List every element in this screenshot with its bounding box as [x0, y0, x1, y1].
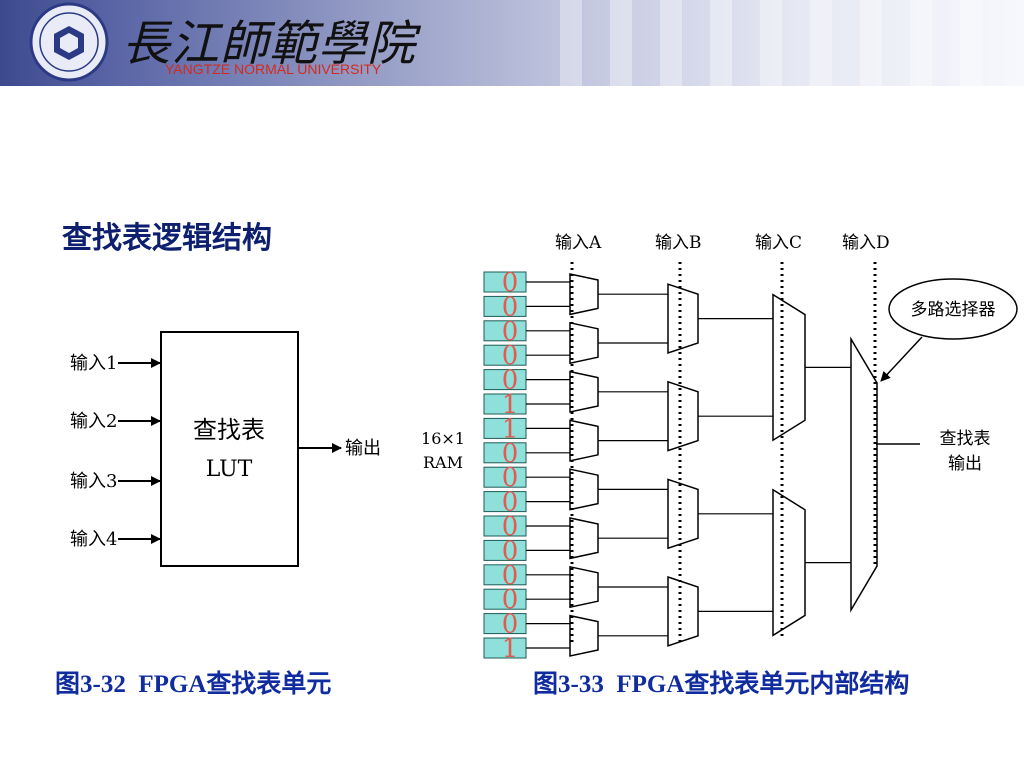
ram-bit: 0 — [502, 512, 519, 542]
lut-output-label: 输出 — [345, 438, 381, 459]
lut-internal-output-line2: 输出 — [948, 454, 982, 474]
ram-label-line2: RAM — [423, 453, 463, 472]
select-lines — [570, 262, 877, 646]
select-input-c-label: 输入C — [755, 233, 802, 253]
school-name: 長江師範學院 — [122, 16, 417, 72]
mux-callout-arrow — [880, 336, 923, 382]
ram-bit: 1 — [502, 414, 519, 444]
ram-bit: 0 — [502, 536, 519, 566]
mux-level1 — [569, 517, 599, 560]
ram-bit: 0 — [502, 610, 519, 640]
mux-level1 — [569, 273, 599, 316]
ram-bit: 0 — [502, 561, 519, 591]
mux-network — [526, 273, 878, 657]
ram-bit: 0 — [502, 463, 519, 493]
mux-level1 — [569, 419, 599, 462]
mux-level1 — [569, 614, 599, 657]
school-name-english: YANGTZE NORMAL UNIVERSITY — [165, 61, 382, 77]
figure-caption-left: 图3-32 FPGA查找表单元 — [55, 671, 332, 698]
slide-title: 查找表逻辑结构 — [62, 221, 272, 256]
ram-bit: 1 — [502, 390, 519, 420]
mux-level1 — [569, 321, 599, 365]
lut-internal-output-line1: 查找表 — [940, 429, 991, 449]
ram-bit: 0 — [502, 585, 519, 615]
ram-bit: 0 — [502, 292, 519, 322]
mux-level2 — [667, 478, 699, 550]
header-banner: 長江師範學院 YANGTZE NORMAL UNIVERSITY — [0, 0, 1024, 86]
ram-bit: 0 — [502, 366, 519, 396]
mux-level3 — [772, 293, 806, 442]
mux-level1 — [569, 468, 599, 511]
lut-input-4-label: 输入4 — [70, 529, 117, 550]
select-input-b-label: 输入B — [655, 233, 702, 253]
lut-input-3-label: 输入3 — [70, 471, 117, 492]
ram-bit: 1 — [502, 634, 519, 664]
mux-level2 — [667, 380, 699, 452]
lut-input-2-label: 输入2 — [70, 411, 117, 432]
mux-level1 — [569, 565, 599, 609]
mux-final — [850, 336, 878, 613]
figure-caption-right: 图3-33 FPGA查找表单元内部结构 — [533, 671, 910, 698]
mux-callout-bubble — [888, 278, 1018, 340]
mux-level2 — [667, 575, 699, 647]
select-input-d-label: 输入D — [842, 233, 890, 253]
ram-bit: 0 — [502, 268, 519, 298]
lut-box-label-line1: 查找表 — [193, 416, 265, 444]
ram-bit: 0 — [502, 439, 519, 469]
university-seal-logo — [29, 2, 109, 82]
mux-callout-label: 多路选择器 — [911, 300, 996, 320]
ram-bit: 0 — [502, 341, 519, 371]
ram-label-line1: 16×1 — [421, 429, 465, 448]
lut-box — [160, 331, 299, 567]
mux-level2 — [667, 283, 699, 355]
mux-level1 — [569, 370, 599, 413]
ram-bit: 0 — [502, 488, 519, 518]
mux-level3 — [772, 488, 806, 637]
ram-bit: 0 — [502, 317, 519, 347]
lut-box-label-line2: LUT — [206, 457, 253, 482]
lut-input-1-label: 输入1 — [70, 353, 117, 374]
select-input-a-label: 输入A — [555, 233, 602, 253]
